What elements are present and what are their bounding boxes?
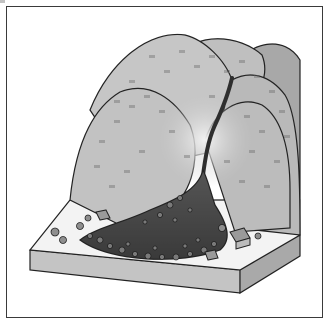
house-icon: [205, 250, 218, 260]
